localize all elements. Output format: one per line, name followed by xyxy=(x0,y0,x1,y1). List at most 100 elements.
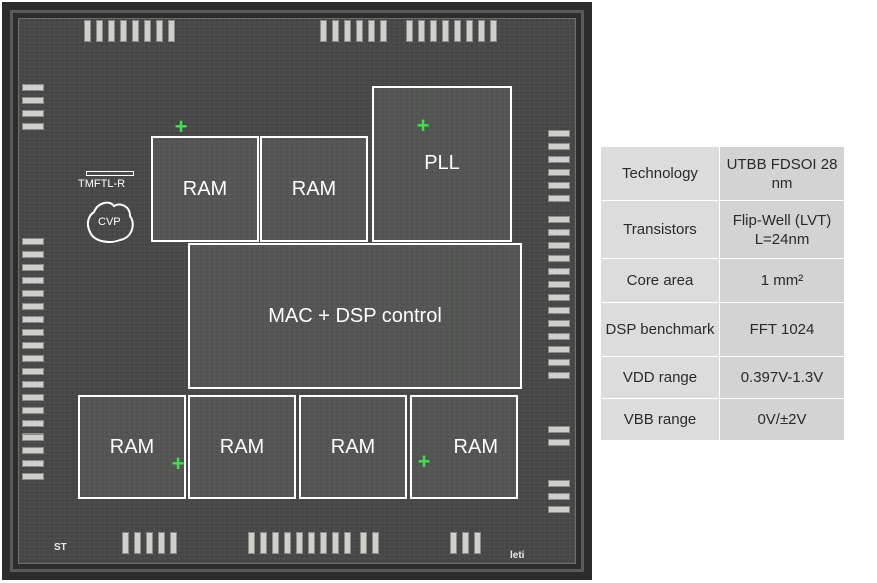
io-pad xyxy=(548,294,570,301)
io-pad xyxy=(406,20,413,42)
spec-row: Technology UTBB FDSOI 28 nm xyxy=(601,147,845,201)
io-pad xyxy=(22,97,44,104)
io-pad xyxy=(490,20,497,42)
io-pad xyxy=(122,532,129,554)
io-pad xyxy=(548,195,570,202)
io-pad xyxy=(548,169,570,176)
io-pad xyxy=(548,493,570,500)
io-pad xyxy=(22,355,44,362)
io-pad xyxy=(430,20,437,42)
ram-block-label: RAM xyxy=(110,436,154,459)
io-pad xyxy=(548,281,570,288)
io-pad xyxy=(442,20,449,42)
spec-value: FFT 1024 xyxy=(720,303,845,357)
io-pad xyxy=(380,20,387,42)
io-pad xyxy=(548,333,570,340)
io-pad xyxy=(548,346,570,353)
mac-block-label: MAC + DSP control xyxy=(268,305,442,328)
io-pad xyxy=(548,182,570,189)
io-pad xyxy=(156,20,163,42)
io-pad xyxy=(356,20,363,42)
io-pad xyxy=(22,434,44,441)
io-pad xyxy=(22,251,44,258)
io-pad xyxy=(22,329,44,336)
st-logo: ST xyxy=(54,542,67,553)
ram-block-label: RAM xyxy=(331,436,375,459)
io-pad xyxy=(22,303,44,310)
io-pad xyxy=(548,130,570,137)
tmftl-label: TMFTL-R xyxy=(78,178,125,190)
chip-spec-table: Technology UTBB FDSOI 28 nm Transistors … xyxy=(600,146,845,441)
io-pad xyxy=(332,20,339,42)
io-pad xyxy=(548,156,570,163)
alignment-cross-icon: + xyxy=(167,453,189,475)
io-pad xyxy=(548,439,570,446)
io-pad xyxy=(22,290,44,297)
leti-logo: leti xyxy=(510,550,524,561)
io-pad xyxy=(22,110,44,117)
io-pad xyxy=(22,447,44,454)
io-pad xyxy=(22,316,44,323)
io-pad xyxy=(474,532,481,554)
io-pad xyxy=(454,20,461,42)
spec-key: VBB range xyxy=(601,399,720,441)
io-pad xyxy=(344,20,351,42)
io-pad xyxy=(548,372,570,379)
io-pad xyxy=(548,320,570,327)
io-pad xyxy=(462,532,469,554)
io-pad xyxy=(248,532,255,554)
mac-dsp-control-block: MAC + DSP control xyxy=(188,243,522,389)
io-pad xyxy=(22,342,44,349)
io-pad xyxy=(450,532,457,554)
ram-block-label: RAM xyxy=(292,178,336,201)
io-pad xyxy=(22,473,44,480)
spec-row: Core area 1 mm² xyxy=(601,259,845,303)
io-pad xyxy=(296,532,303,554)
io-pad xyxy=(22,123,44,130)
io-pad xyxy=(22,407,44,414)
io-pad xyxy=(360,532,367,554)
ram-block-label: RAM xyxy=(183,178,227,201)
io-pad xyxy=(320,20,327,42)
spec-row: DSP benchmark FFT 1024 xyxy=(601,303,845,357)
alignment-cross-icon: + xyxy=(413,451,435,473)
ram-block-label: RAM xyxy=(220,436,264,459)
io-pad xyxy=(548,229,570,236)
io-pad xyxy=(158,532,165,554)
io-pad xyxy=(548,255,570,262)
ram-block-top-left: RAM xyxy=(151,136,259,242)
spec-row: VBB range 0V/±2V xyxy=(601,399,845,441)
spec-key: Core area xyxy=(601,259,720,303)
io-pad xyxy=(548,242,570,249)
spec-value: 0V/±2V xyxy=(720,399,845,441)
io-pad xyxy=(272,532,279,554)
io-pad xyxy=(96,20,103,42)
io-pad xyxy=(372,532,379,554)
ram-block-bottom-3: RAM xyxy=(299,395,407,499)
chip-die-photo: RAM RAM PLL MAC + DSP control RAM RAM RA… xyxy=(2,2,592,580)
io-pad xyxy=(344,532,351,554)
tmftl-structure xyxy=(86,171,134,176)
spec-key: VDD range xyxy=(601,357,720,399)
io-pad xyxy=(548,506,570,513)
spec-row: Transistors Flip-Well (LVT) L=24nm xyxy=(601,201,845,259)
ram-block-bottom-4: RAM xyxy=(410,395,518,499)
io-pad xyxy=(168,20,175,42)
io-pad xyxy=(22,460,44,467)
io-pad xyxy=(332,532,339,554)
spec-key: Transistors xyxy=(601,201,720,259)
io-pad xyxy=(548,359,570,366)
io-pad xyxy=(108,20,115,42)
spec-key: Technology xyxy=(601,147,720,201)
io-pad xyxy=(22,238,44,245)
io-pad xyxy=(478,20,485,42)
io-pad xyxy=(132,20,139,42)
io-pad xyxy=(284,532,291,554)
io-pad xyxy=(368,20,375,42)
spec-key: DSP benchmark xyxy=(601,303,720,357)
pll-block: PLL xyxy=(372,86,512,242)
io-pad xyxy=(418,20,425,42)
cvp-label: CVP xyxy=(98,216,121,228)
spec-row: VDD range 0.397V-1.3V xyxy=(601,357,845,399)
io-pad xyxy=(548,216,570,223)
